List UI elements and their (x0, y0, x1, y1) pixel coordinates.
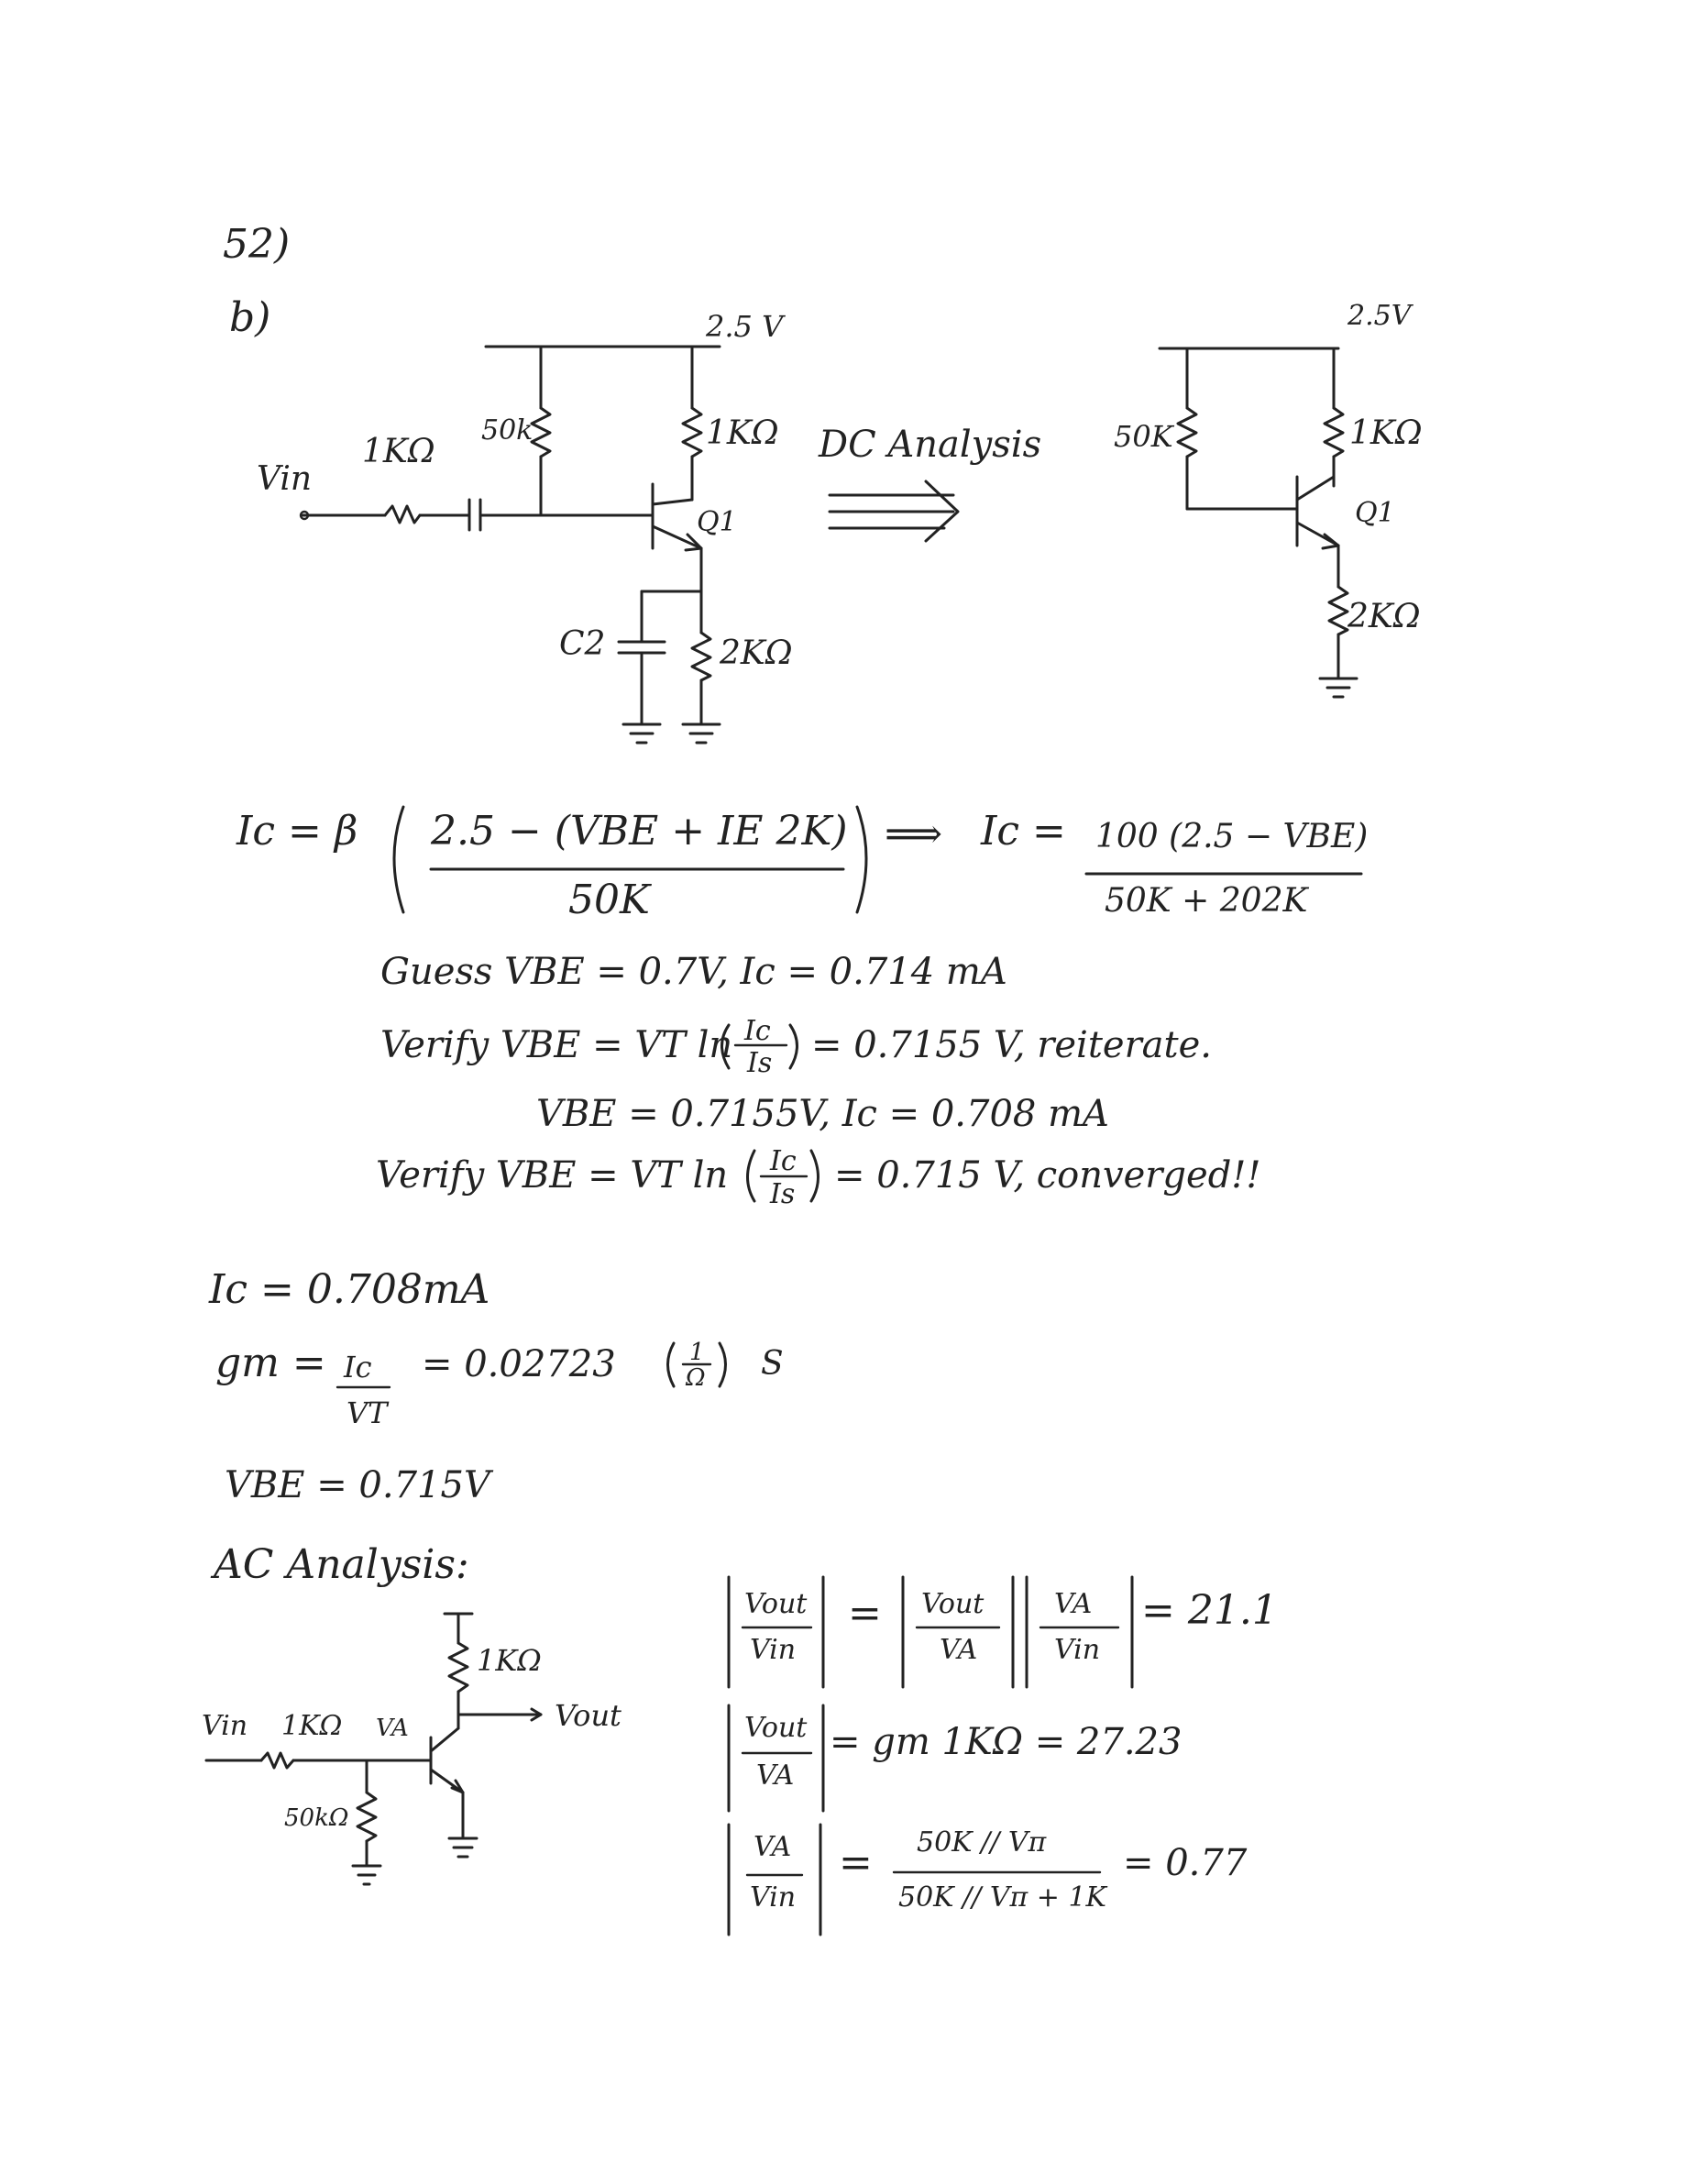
verify1-is: Is (747, 1047, 773, 1079)
gm-unit-denominator: Ω (686, 1364, 706, 1392)
dc-analysis-arrow (828, 480, 960, 543)
verify2-lhs: Verify VBE = VT ln (376, 1154, 729, 1197)
circuit1-collector-resistor-label: 1KΩ (706, 414, 779, 452)
verify-ln-graphics (720, 1023, 820, 1203)
verify2-is: Is (770, 1178, 796, 1210)
gain-row3-frac-den: 50K // Vπ + 1K (898, 1881, 1106, 1914)
circuit1-emitter-resistor-label: 2KΩ (720, 634, 793, 672)
gain-vout-va-num: Vout (921, 1588, 984, 1620)
gain-vout-vin-num: Vout (744, 1588, 808, 1620)
ic-equation-numerator: 2.5 − (VBE + IE 2K) (431, 808, 848, 855)
ic-result: Ic = 0.708mA (209, 1266, 490, 1313)
gm-graphics (336, 1341, 727, 1389)
ac-input-resistor-label: 1KΩ (281, 1710, 343, 1742)
ac-vin-label: Vin (202, 1710, 248, 1742)
gain-row2-rhs: = gm 1KΩ = 27.23 (830, 1721, 1182, 1763)
circuit1-input-label: Vin (257, 460, 313, 498)
circuit1-base-resistor-label: 50k (481, 414, 534, 447)
gain-vout-vin-den: Vin (750, 1634, 797, 1666)
gain-row3-result: = 0.77 (1123, 1842, 1248, 1884)
ac-gain-graphics (727, 1575, 1134, 1936)
dc-analysis-label: DC Analysis (819, 424, 1042, 466)
circuit-1-schematic (299, 345, 721, 745)
verify2-ic: Ic (770, 1145, 797, 1177)
ic2-equation-numerator: 100 (2.5 − VBE) (1095, 818, 1369, 855)
gain-row1-equals: = (848, 1590, 882, 1637)
circuit1-input-resistor-label: 1KΩ (362, 433, 435, 470)
verify2-rhs: = 0.715 V, converged!! (834, 1154, 1261, 1197)
ac-base-resistor-label: 50kΩ (284, 1804, 349, 1832)
circuit-2-schematic (1158, 347, 1358, 699)
circuit1-supply-label: 2.5 V (706, 309, 784, 344)
circuit2-base-resistor-label: 50K (1114, 419, 1173, 454)
ic-equation-lhs: Ic = β (236, 808, 358, 855)
gm-unit-siemens: S (761, 1345, 784, 1383)
circuit2-transistor-label: Q1 (1355, 497, 1395, 529)
gain-row2-den: VA (756, 1759, 795, 1792)
gm-numerator: Ic (344, 1350, 372, 1384)
gm-unit-numerator: 1 (689, 1339, 705, 1366)
gain-row3-equals: = (839, 1839, 873, 1886)
problem-part: b) (229, 294, 271, 341)
gm-lhs: gm = (215, 1340, 326, 1386)
ac-va-label: VA (376, 1715, 409, 1742)
circuit2-emitter-resistor-label: 2KΩ (1348, 598, 1421, 635)
ac-circuit-schematic (204, 1612, 543, 1886)
implies-arrow: ⟹ (885, 811, 943, 857)
ac-collector-resistor-label: 1KΩ (477, 1643, 542, 1678)
guess-line: Guess VBE = 0.7V, Ic = 0.714 mA (380, 951, 1007, 993)
circuit1-transistor-label: Q1 (697, 506, 737, 538)
ic2-equation-lhs: Ic = (981, 808, 1066, 855)
ic2-equation-denominator: 50K + 202K (1105, 882, 1308, 920)
gain-row3-frac-num: 50K // Vπ (917, 1826, 1047, 1859)
verify1-rhs: = 0.7155 V, reiterate. (811, 1024, 1212, 1066)
vbe-result: VBE = 0.715V (225, 1464, 490, 1506)
gain-va-vin-den: Vin (1054, 1634, 1101, 1666)
verify1-ic: Ic (744, 1015, 771, 1047)
verify1-lhs: Verify VBE = VT ln (380, 1024, 733, 1066)
ic-equation-denominator: 50K (568, 877, 650, 923)
gain-total-result: = 21.1 (1141, 1587, 1278, 1634)
gain-row3-num: VA (754, 1831, 792, 1863)
ic-equation-graphics (392, 805, 1363, 914)
gain-vout-va-den: VA (940, 1634, 978, 1666)
circuit2-supply-label: 2.5V (1348, 300, 1412, 332)
circuit1-c2-label: C2 (559, 625, 606, 663)
gain-row2-num: Vout (744, 1712, 808, 1744)
gm-rhs: = 0.02723 (422, 1343, 616, 1385)
gain-va-vin-num: VA (1054, 1588, 1093, 1620)
gain-row3-den: Vin (750, 1881, 797, 1914)
iteration2-line: VBE = 0.7155V, Ic = 0.708 mA (536, 1093, 1109, 1135)
problem-number: 52) (223, 221, 291, 268)
gm-denominator: VT (346, 1395, 388, 1430)
ac-analysis-title: AC Analysis: (214, 1541, 469, 1588)
ac-vout-label: Vout (555, 1698, 622, 1733)
circuit2-collector-resistor-label: 1KΩ (1349, 414, 1423, 452)
